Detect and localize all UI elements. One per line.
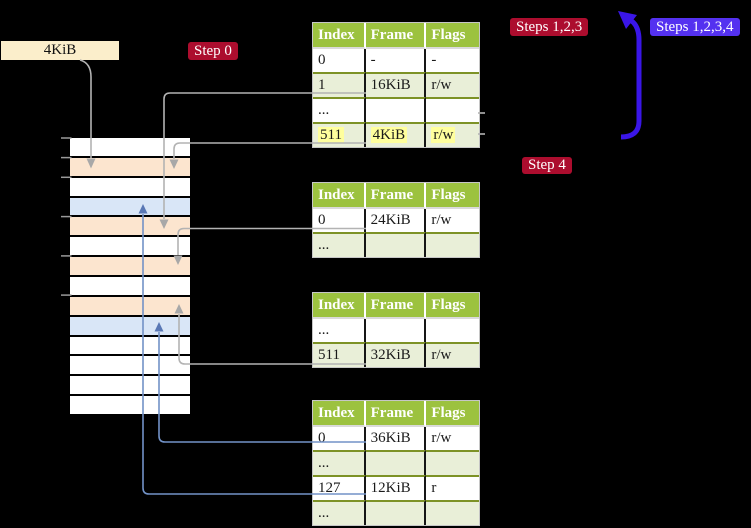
memory-row: [70, 237, 190, 256]
cell-frame: [365, 232, 427, 257]
cell-index: ...: [313, 500, 366, 525]
column-header-flags: Flags: [426, 293, 479, 319]
step-4-badge: Step 4: [522, 157, 572, 174]
table-row: 511 32KiB r/w: [313, 342, 479, 367]
table-row: 0 - -: [313, 49, 479, 72]
memory-row: [70, 257, 190, 276]
column-header-flags: Flags: [426, 401, 479, 427]
page-table-1: Index Frame Flags 0 - - 1 16KiB r/w ... …: [312, 22, 480, 148]
column-header-index: Index: [313, 183, 366, 209]
memory-row: [70, 138, 190, 156]
highlight: r/w: [431, 127, 456, 143]
column-header-frame: Frame: [365, 401, 427, 427]
cell-index: ...: [313, 450, 366, 475]
memory-row: [70, 396, 190, 415]
memory-row: [70, 197, 190, 216]
cell-flags: [426, 97, 479, 122]
cell-frame: 36KiB: [366, 427, 427, 450]
cell-flags: [426, 500, 479, 525]
memory-row: [70, 316, 190, 335]
cell-index: 511: [313, 342, 366, 367]
steps-1-2-3-4-badge: Steps 1,2,3,4: [650, 18, 740, 36]
column-header-flags: Flags: [426, 23, 479, 49]
cell-index: 1: [313, 72, 366, 97]
cell-flags: r/w: [426, 342, 479, 367]
cell-frame: [366, 319, 427, 342]
step-0-badge: Step 0: [188, 42, 238, 60]
table-row: ...: [313, 500, 479, 525]
cell-index: ...: [313, 232, 366, 257]
cell-frame: 32KiB: [365, 342, 427, 367]
cell-flags: [426, 232, 479, 257]
table-header-row: Index Frame Flags: [313, 293, 479, 319]
memory-row: [70, 177, 190, 196]
cell-frame: 4KiB: [365, 122, 427, 147]
steps-1-2-3-badge: Steps 1,2,3: [510, 18, 589, 36]
table-header-row: Index Frame Flags: [313, 23, 479, 49]
cell-index: 127: [313, 475, 366, 500]
cell-index: 0: [313, 49, 366, 72]
column-header-index: Index: [313, 23, 366, 49]
cell-flags: [426, 450, 479, 475]
cell-flags: r/w: [431, 212, 452, 228]
highlight: 511: [318, 127, 344, 143]
memory-row: [70, 277, 190, 295]
page-table-3: Index Frame Flags ... 511 32KiB r/w: [312, 292, 480, 368]
cell-index: 0: [313, 427, 366, 450]
table-row-highlighted: 511 4KiB r/w: [313, 122, 479, 147]
cell-frame: -: [366, 49, 427, 72]
table-row: 127 12KiB r: [313, 475, 479, 500]
cell-index: 511: [313, 122, 366, 147]
table-row: ...: [313, 97, 479, 122]
table-row: ...: [313, 450, 479, 475]
table-header-row: Index Frame Flags: [313, 183, 479, 209]
table-row: ...: [313, 232, 479, 257]
cell-index: ...: [313, 319, 366, 342]
steps-arrowhead-icon: [618, 11, 637, 29]
table-header-row: Index Frame Flags: [313, 401, 479, 427]
steps-arrow-shaft: [620, 18, 642, 140]
memory-row: [70, 217, 190, 236]
table-row: 1 16KiB r/w: [313, 72, 479, 97]
memory-row: [70, 336, 190, 355]
column-header-index: Index: [313, 401, 366, 427]
cell-flags: [426, 319, 479, 342]
table-row: 0 36KiB r/w: [313, 427, 479, 450]
cell-frame: [365, 500, 427, 525]
page-table-4: Index Frame Flags 0 36KiB r/w ... 127 12…: [312, 400, 480, 526]
memory-row: [70, 296, 190, 315]
cell-flags: r: [426, 475, 479, 500]
cell-frame: 24KiB: [366, 209, 427, 232]
cell-frame: 16KiB: [365, 72, 427, 97]
cell-index: ...: [313, 97, 366, 122]
cell-flags: r/w: [426, 72, 479, 97]
column-header-frame: Frame: [365, 23, 427, 49]
cell-flags: r/w: [431, 430, 452, 446]
steps-arrow-icon: [618, 11, 642, 140]
table-row: ...: [313, 319, 479, 342]
column-header-frame: Frame: [365, 183, 427, 209]
cell-index: 0: [313, 209, 366, 232]
cell-flags: -: [431, 52, 437, 68]
table-row: 0 24KiB r/w: [313, 209, 479, 232]
column-header-frame: Frame: [365, 293, 427, 319]
column-header-flags: Flags: [426, 183, 479, 209]
memory-row: [70, 356, 190, 375]
memory-column: [70, 138, 190, 415]
page-table-2: Index Frame Flags 0 24KiB r/w ...: [312, 182, 480, 258]
cell-flags: r/w: [426, 122, 479, 147]
cell-frame: 12KiB: [365, 475, 427, 500]
highlight: 4KiB: [370, 127, 408, 143]
memory-row: [70, 157, 190, 176]
cell-frame: [365, 97, 427, 122]
cell-frame: [365, 450, 427, 475]
column-header-index: Index: [313, 293, 366, 319]
memory-row: [70, 376, 190, 395]
frame-size-label: 4KiB: [1, 41, 119, 60]
